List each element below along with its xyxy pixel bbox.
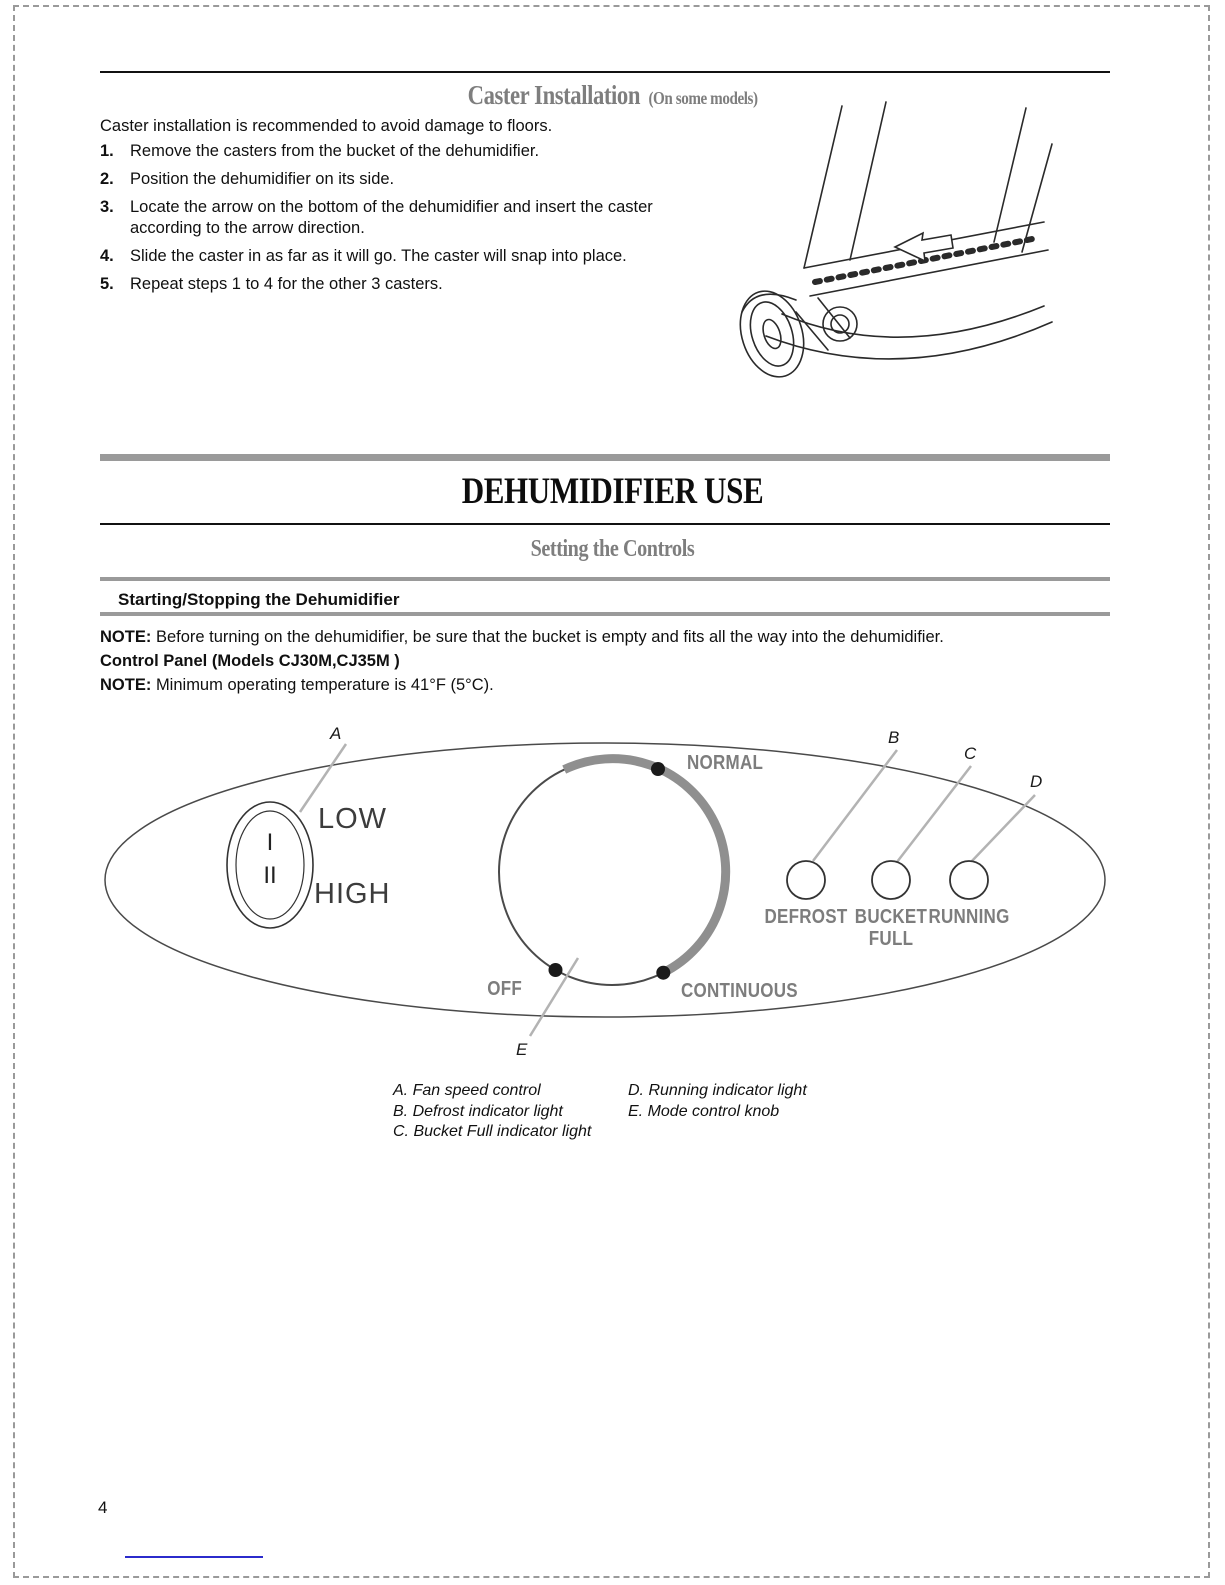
caster-intro: Caster installation is recommended to av… (100, 117, 553, 135)
callout-b: B (888, 728, 900, 747)
legend-item-a: A. Fan speed control (393, 1082, 541, 1099)
direction-arrow (893, 231, 954, 263)
footer-blue-line (125, 1556, 263, 1558)
rail-serration (812, 235, 1040, 285)
knob-range-arc (562, 754, 731, 977)
callout-a: A (330, 724, 342, 743)
knob-off-label: OFF (487, 978, 522, 1000)
callout-line-e (528, 957, 580, 1037)
running-indicator-light (949, 860, 989, 900)
legend-column-left: A. Fan speed control B. Defrost indicato… (393, 1081, 591, 1143)
bucket-full-label-line2: FULL (868, 928, 914, 950)
use-title-rule (100, 523, 1110, 525)
caster-bracket (741, 293, 797, 313)
note-label: NOTE: (100, 628, 152, 646)
list-item: 2. Position the dehumidifier on its side… (100, 169, 718, 190)
caster-wheel-outer (739, 290, 805, 378)
fan-speed-switch-inner (235, 810, 305, 920)
caster-illustration (739, 101, 1053, 378)
note-2: NOTE: Minimum operating temperature is 4… (100, 675, 1110, 696)
setting-controls-heading: Setting the Controls (0, 536, 1225, 563)
note-text: Minimum operating temperature is 41°F (5… (155, 676, 494, 694)
page-number: 4 (98, 1498, 108, 1517)
fan-speed-switch (226, 801, 314, 929)
knob-normal-label: NORMAL (687, 752, 764, 774)
step-number: 4. (100, 247, 114, 265)
fan-speed-high-label: HIGH (314, 878, 391, 910)
subsection-bar-top (100, 577, 1110, 581)
running-label: RUNNING (928, 906, 1010, 928)
subsection-bar-bottom (100, 612, 1110, 616)
list-item: 5. Repeat steps 1 to 4 for the other 3 c… (100, 274, 718, 295)
unit-edge-line (849, 101, 887, 261)
fan-switch-position-1: I (266, 829, 274, 856)
caster-title: Caster Installation (467, 80, 640, 110)
step-text: Locate the arrow on the bottom of the de… (130, 198, 653, 237)
callout-line-a (298, 743, 348, 813)
continuous-position-dot (656, 965, 671, 980)
list-item: 1. Remove the casters from the bucket of… (100, 141, 718, 162)
fan-speed-low-label: LOW (318, 803, 388, 835)
caster-section-rule (100, 71, 1110, 73)
list-item: 3. Locate the arrow on the bottom of the… (100, 197, 718, 239)
legend-item-d: D. Running indicator light (628, 1082, 807, 1099)
off-position-dot (548, 963, 563, 977)
step-text: Repeat steps 1 to 4 for the other 3 cast… (130, 275, 443, 293)
control-panel-diagram (104, 742, 1106, 1037)
step-number: 3. (100, 198, 114, 216)
step-text: Remove the casters from the bucket of th… (130, 142, 540, 160)
caster-stem (795, 311, 829, 351)
use-subtitle: Setting the Controls (530, 536, 695, 562)
unit-edge-line (993, 107, 1027, 243)
callout-line-b (812, 749, 898, 862)
bucket-full-label: BUCKET FULL (840, 906, 942, 950)
caster-wheel-mid (749, 301, 795, 367)
caster-hub (822, 306, 858, 342)
callout-c: C (964, 744, 977, 763)
bucket-full-label-line1: BUCKET (854, 906, 928, 928)
fan-switch-positions: I II (240, 826, 300, 892)
use-section-heading: DEHUMIDIFIER USE (0, 470, 1225, 513)
note-text: Before turning on the dehumidifier, be s… (155, 628, 944, 646)
use-title: DEHUMIDIFIER USE (461, 471, 764, 512)
defrost-indicator-light (786, 860, 826, 900)
step-number: 1. (100, 142, 114, 160)
callout-line-d (970, 794, 1036, 863)
legend-item-b: B. Defrost indicator light (393, 1102, 563, 1120)
legend-item-c: C. Bucket Full indicator light (393, 1123, 592, 1140)
caster-rail-bottom (809, 249, 1049, 297)
step-number: 5. (100, 275, 114, 293)
defrost-label: DEFROST (764, 906, 848, 928)
note-1: NOTE: Before turning on the dehumidifier… (100, 627, 1110, 648)
unit-edge-line (1021, 143, 1053, 253)
legend-item-e: E. Mode control knob (628, 1102, 780, 1120)
caster-wheel-axle (762, 318, 782, 350)
callout-lines (298, 743, 1036, 1037)
note-label: NOTE: (100, 676, 152, 694)
unit-bottom-edge (765, 321, 1053, 360)
caster-title-suffix: (On some models) (648, 88, 758, 108)
callout-e: E (516, 1040, 528, 1059)
caster-section-heading: Caster Installation (On some models) (0, 80, 1225, 111)
unit-bottom-contour (781, 305, 1045, 338)
step-number: 2. (100, 170, 114, 188)
caster-stem (817, 297, 851, 339)
subsection-title: Starting/Stopping the Dehumidifier (118, 590, 400, 609)
section-divider-bar (100, 454, 1110, 461)
bucket-full-indicator-light (871, 860, 911, 900)
normal-position-dot (651, 762, 665, 776)
step-text: Position the dehumidifier on its side. (130, 170, 395, 188)
step-text: Slide the caster in as far as it will go… (130, 247, 627, 265)
list-item: 4. Slide the caster in as far as it will… (100, 246, 718, 267)
caster-hub-inner (830, 314, 850, 334)
callout-d: D (1030, 772, 1043, 791)
knob-continuous-label: CONTINUOUS (681, 980, 798, 1002)
unit-edge-line (803, 105, 843, 269)
fan-switch-position-2: II (263, 862, 277, 889)
caster-steps-list: 1. Remove the casters from the bucket of… (100, 141, 718, 302)
legend-column-right: D. Running indicator light E. Mode contr… (628, 1081, 807, 1122)
control-panel-heading: Control Panel (Models CJ30M,CJ35M ) (100, 652, 400, 670)
callout-line-c (896, 765, 972, 863)
